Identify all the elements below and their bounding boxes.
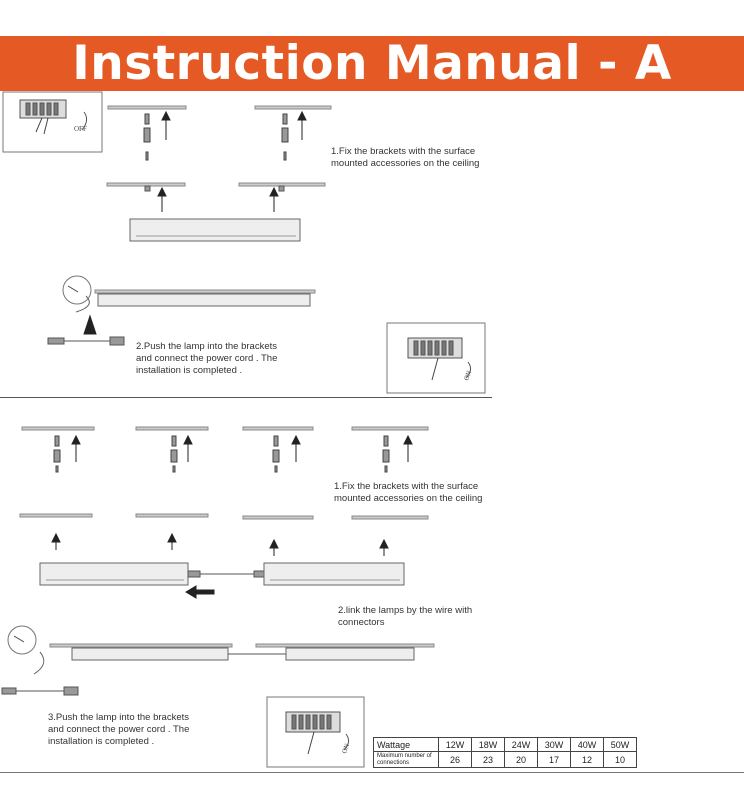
connections-header: Maximum number of connections	[373, 751, 439, 768]
wattage-cell: 40W	[570, 737, 604, 752]
page-title: Instruction Manual - A	[72, 36, 672, 91]
wattage-table: Wattage 12W 18W 24W 30W 40W 50W Maximum …	[373, 737, 637, 768]
wattage-cell: 18W	[471, 737, 505, 752]
wattage-cell: 50W	[603, 737, 637, 752]
wattage-cell: 24W	[504, 737, 538, 752]
wattage-cell: 30W	[537, 737, 571, 752]
power-plug-illustration	[47, 275, 125, 346]
bottom-divider	[0, 772, 744, 773]
section-b-step3: 3.Push the lamp into the brackets and co…	[48, 712, 190, 747]
connections-cell: 20	[504, 751, 538, 768]
section-b-step1: 1.Fix the brackets with the surface moun…	[334, 481, 483, 504]
table-row: Wattage 12W 18W 24W 30W 40W 50W	[373, 737, 637, 752]
switch-on-illustration	[386, 322, 486, 394]
switch-off-illustration	[2, 91, 103, 153]
section-b-step2: 2.link the lamps by the wire with connec…	[338, 605, 473, 628]
connections-cell: 17	[537, 751, 571, 768]
section-a-step1: 1.Fix the brackets with the surface moun…	[331, 146, 480, 169]
table-row: Maximum number of connections 26 23 20 1…	[373, 751, 637, 768]
switch-on-label: ON	[462, 369, 473, 381]
connections-cell: 10	[603, 751, 637, 768]
switch-on-label-b: ON	[340, 742, 351, 754]
connections-cell: 26	[438, 751, 472, 768]
connections-cell: 12	[570, 751, 604, 768]
title-banner: Instruction Manual - A	[0, 36, 744, 91]
section-divider	[0, 397, 492, 398]
wattage-cell: 12W	[438, 737, 472, 752]
switch-on-illustration-b	[266, 696, 365, 768]
connections-cell: 23	[471, 751, 505, 768]
switch-off-label: OFF	[74, 125, 87, 133]
section-a-step2: 2.Push the lamp into the brackets and co…	[136, 341, 278, 376]
wattage-header: Wattage	[373, 737, 439, 752]
